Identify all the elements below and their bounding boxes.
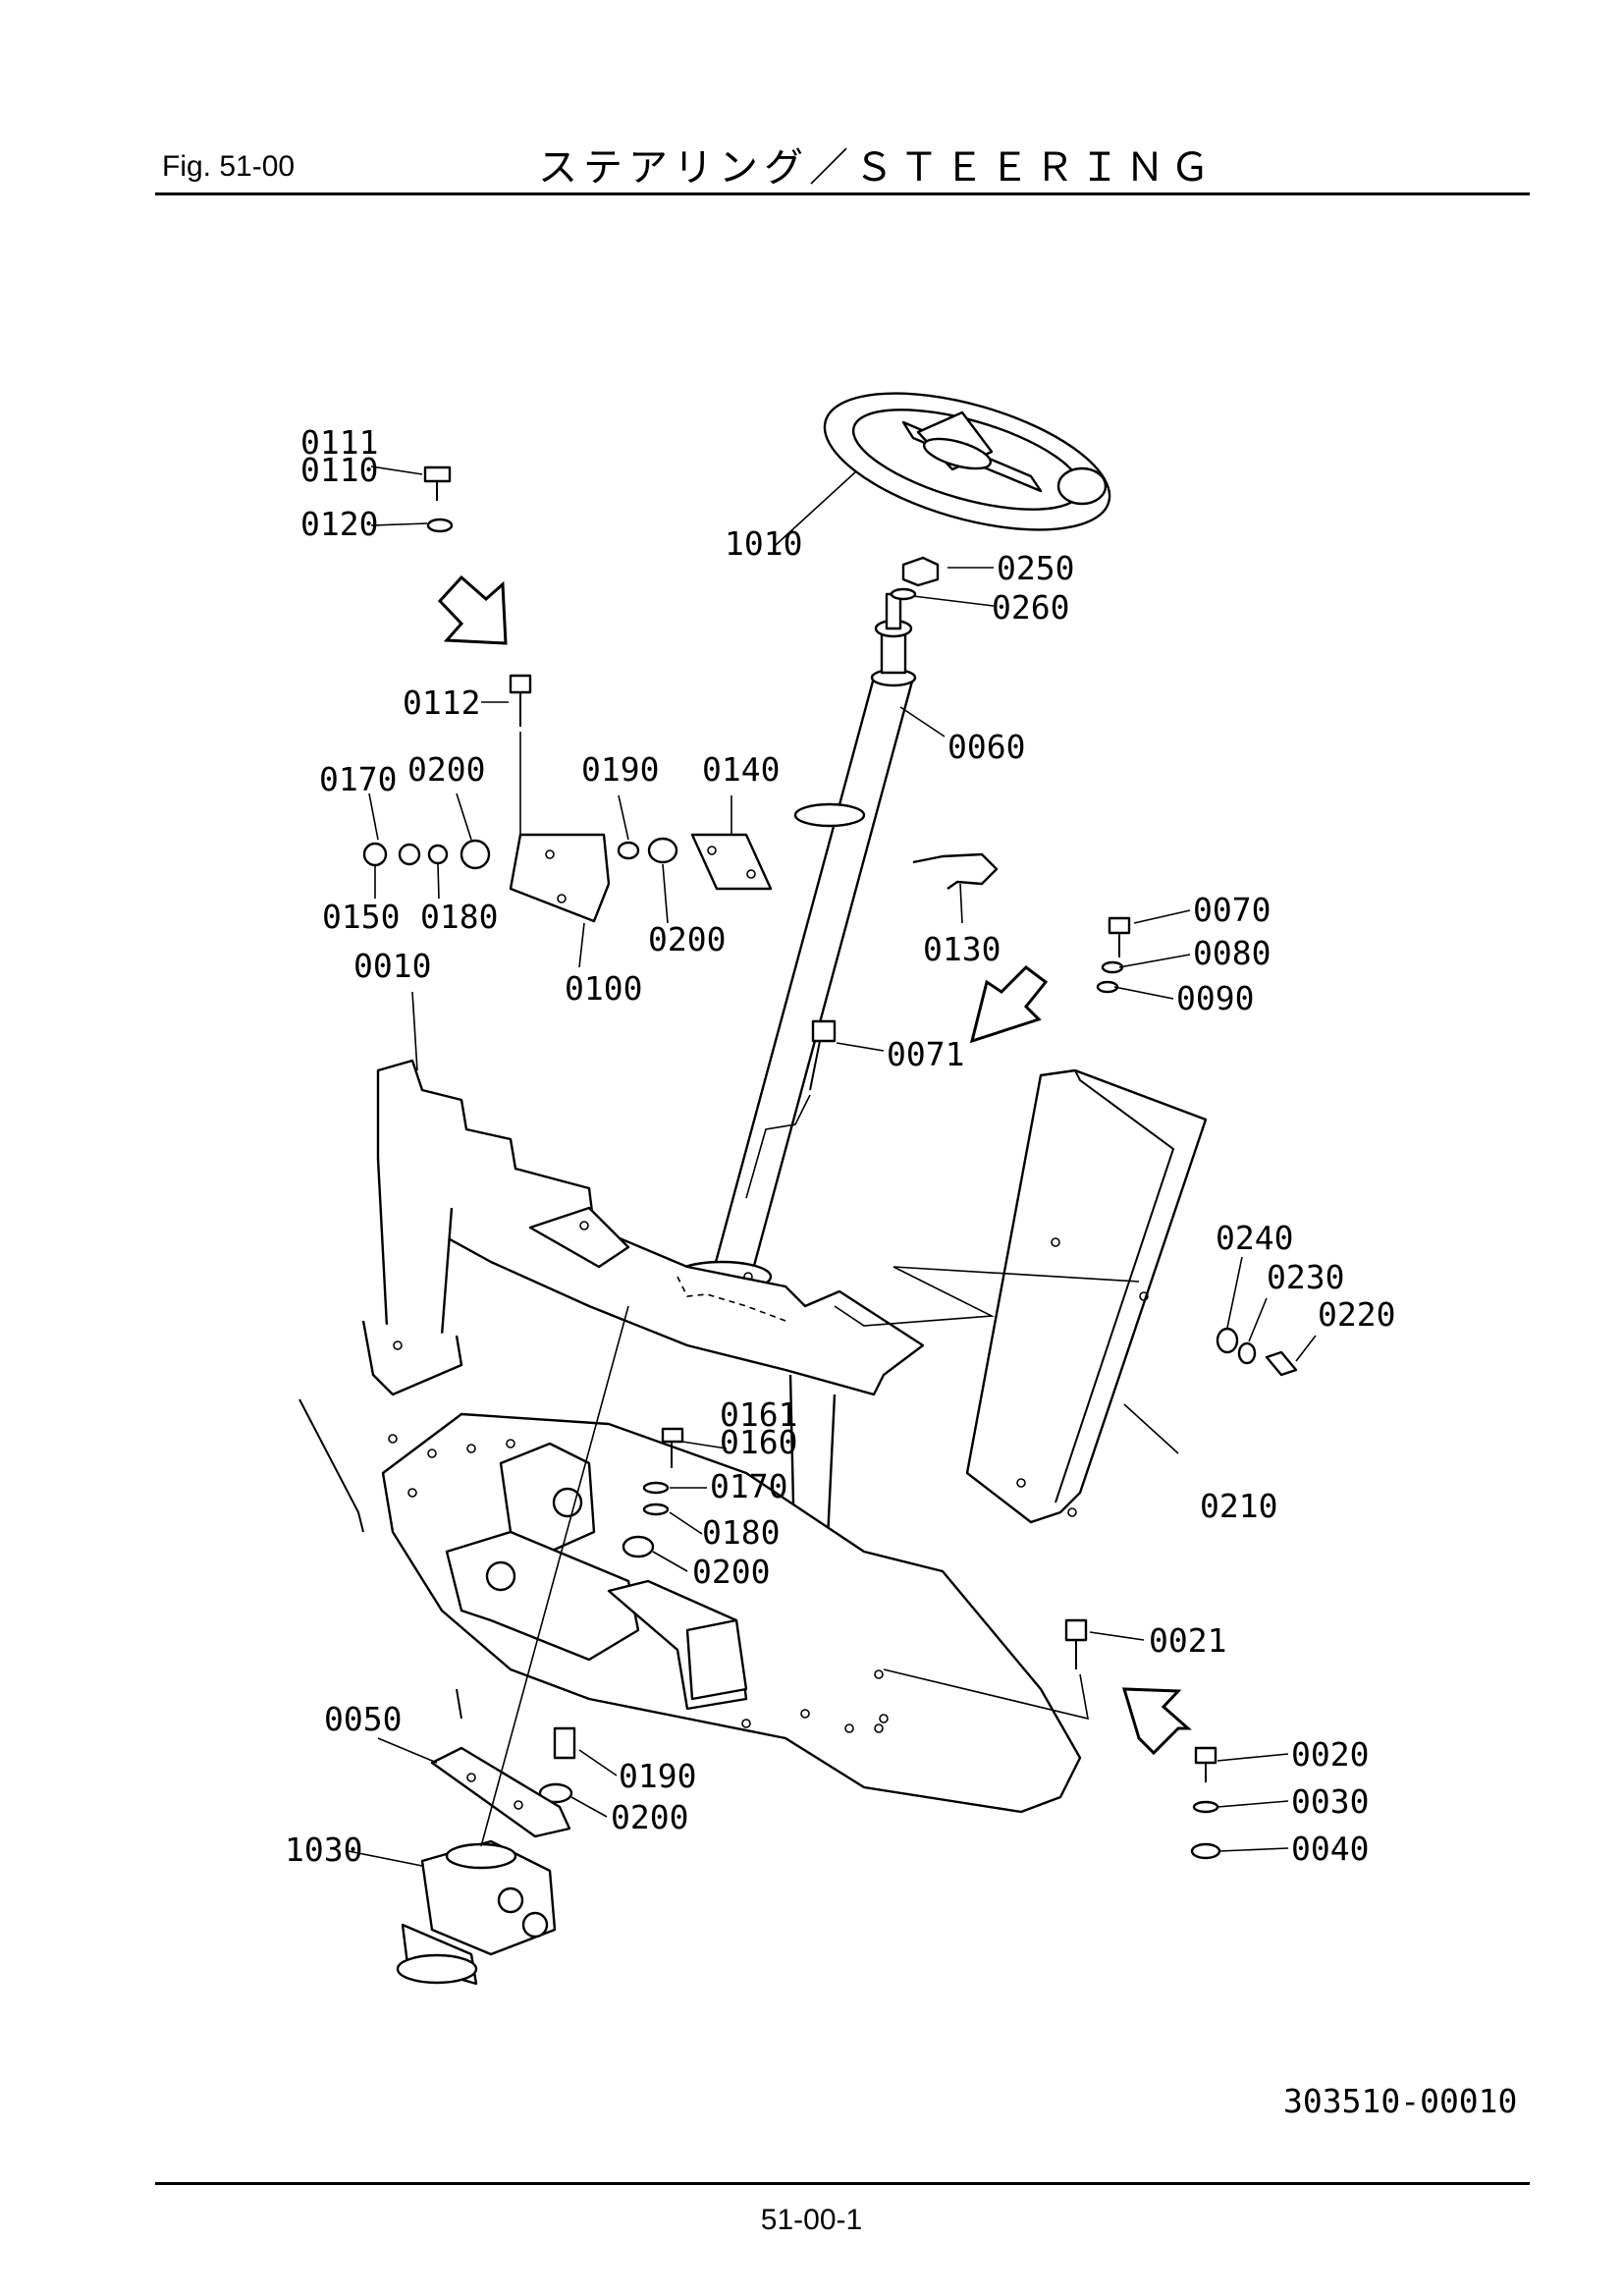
bolt-0071 — [745, 1019, 837, 1199]
bolt-0070 — [1096, 916, 1131, 994]
page-number: 51-00-1 — [760, 2204, 863, 2236]
bolt-0021 — [883, 1618, 1090, 1721]
callout-0200-bottom: 0200 — [611, 1798, 688, 1836]
callout-0230: 0230 — [1267, 1258, 1344, 1296]
page-title: ステアリング／ＳＴＥＥＲＩＮＧ — [538, 146, 1216, 190]
callout-0080: 0080 — [1193, 934, 1271, 972]
small-parts-lower — [538, 1427, 684, 1804]
callout-1030: 1030 — [285, 1831, 362, 1869]
callout-0170-lower: 0170 — [710, 1467, 787, 1505]
callout-0200-lower: 0200 — [692, 1553, 770, 1591]
callout-0090: 0090 — [1176, 979, 1254, 1017]
callout-0130: 0130 — [923, 930, 1001, 968]
header-rule — [155, 192, 1530, 195]
callout-0111: 0111 — [300, 423, 378, 462]
callout-1010: 1010 — [725, 524, 802, 563]
callout-0200-upper: 0200 — [407, 750, 485, 789]
callout-0010: 0010 — [353, 947, 431, 985]
callout-0150: 0150 — [322, 898, 400, 936]
steering-unit-1030 — [396, 1305, 629, 1986]
arrow-icon-lower-right — [1121, 1687, 1192, 1756]
bolt-0112 — [509, 674, 532, 835]
bolt-0220 — [1216, 1327, 1298, 1377]
callout-0060: 0060 — [947, 728, 1025, 766]
column-nut — [890, 556, 940, 601]
callout-0110: 0110 — [300, 451, 378, 489]
arrow-icon-upper-left — [437, 574, 508, 645]
callout-0160: 0160 — [720, 1423, 797, 1461]
figure-number: Fig. 51-00 — [162, 150, 296, 183]
callout-0190-lower: 0190 — [619, 1757, 696, 1795]
callout-0161: 0161 — [720, 1395, 797, 1434]
callout-0070: 0070 — [1193, 891, 1271, 929]
callout-0180-upper: 0180 — [420, 898, 498, 936]
callout-0021: 0021 — [1149, 1621, 1226, 1660]
arrow-icon-right — [969, 965, 1049, 1044]
callout-0050: 0050 — [324, 1700, 402, 1738]
plate-0140 — [690, 833, 773, 891]
lower-bracket — [445, 1442, 748, 1711]
callout-0040: 0040 — [1291, 1830, 1369, 1868]
callout-labels: 0111 0110 0120 0112 1010 0250 0260 0060 … — [285, 423, 1395, 1869]
callout-0180-lower: 0180 — [702, 1513, 780, 1552]
bracket-0100 — [509, 833, 611, 923]
callout-0240: 0240 — [1216, 1219, 1293, 1257]
callout-0140: 0140 — [702, 750, 780, 789]
leader-lines — [348, 465, 1317, 1867]
callout-0200-mid: 0200 — [648, 920, 726, 958]
callout-0030: 0030 — [1291, 1782, 1369, 1821]
callout-0020: 0020 — [1291, 1735, 1369, 1774]
callout-0220: 0220 — [1318, 1295, 1395, 1334]
callout-0260: 0260 — [992, 588, 1069, 627]
callout-0250: 0250 — [997, 549, 1074, 587]
plate-0050 — [430, 1746, 571, 1838]
footer-rule — [155, 2182, 1530, 2185]
callout-0190-upper: 0190 — [581, 750, 659, 789]
callout-0120: 0120 — [300, 505, 378, 543]
callout-0100: 0100 — [565, 969, 642, 1008]
callout-0112: 0112 — [403, 683, 480, 722]
callout-0071: 0071 — [887, 1035, 964, 1073]
cover-0210 — [834, 1068, 1208, 1524]
callout-0170-upper: 0170 — [319, 760, 397, 798]
small-parts-upper — [362, 837, 999, 890]
bolt-0020 — [1190, 1746, 1221, 1860]
callout-0210: 0210 — [1200, 1487, 1277, 1525]
drawing-number: 303510-00010 — [1283, 2082, 1518, 2120]
bolt-0110 — [423, 465, 454, 533]
steering-wheel — [823, 392, 1111, 531]
